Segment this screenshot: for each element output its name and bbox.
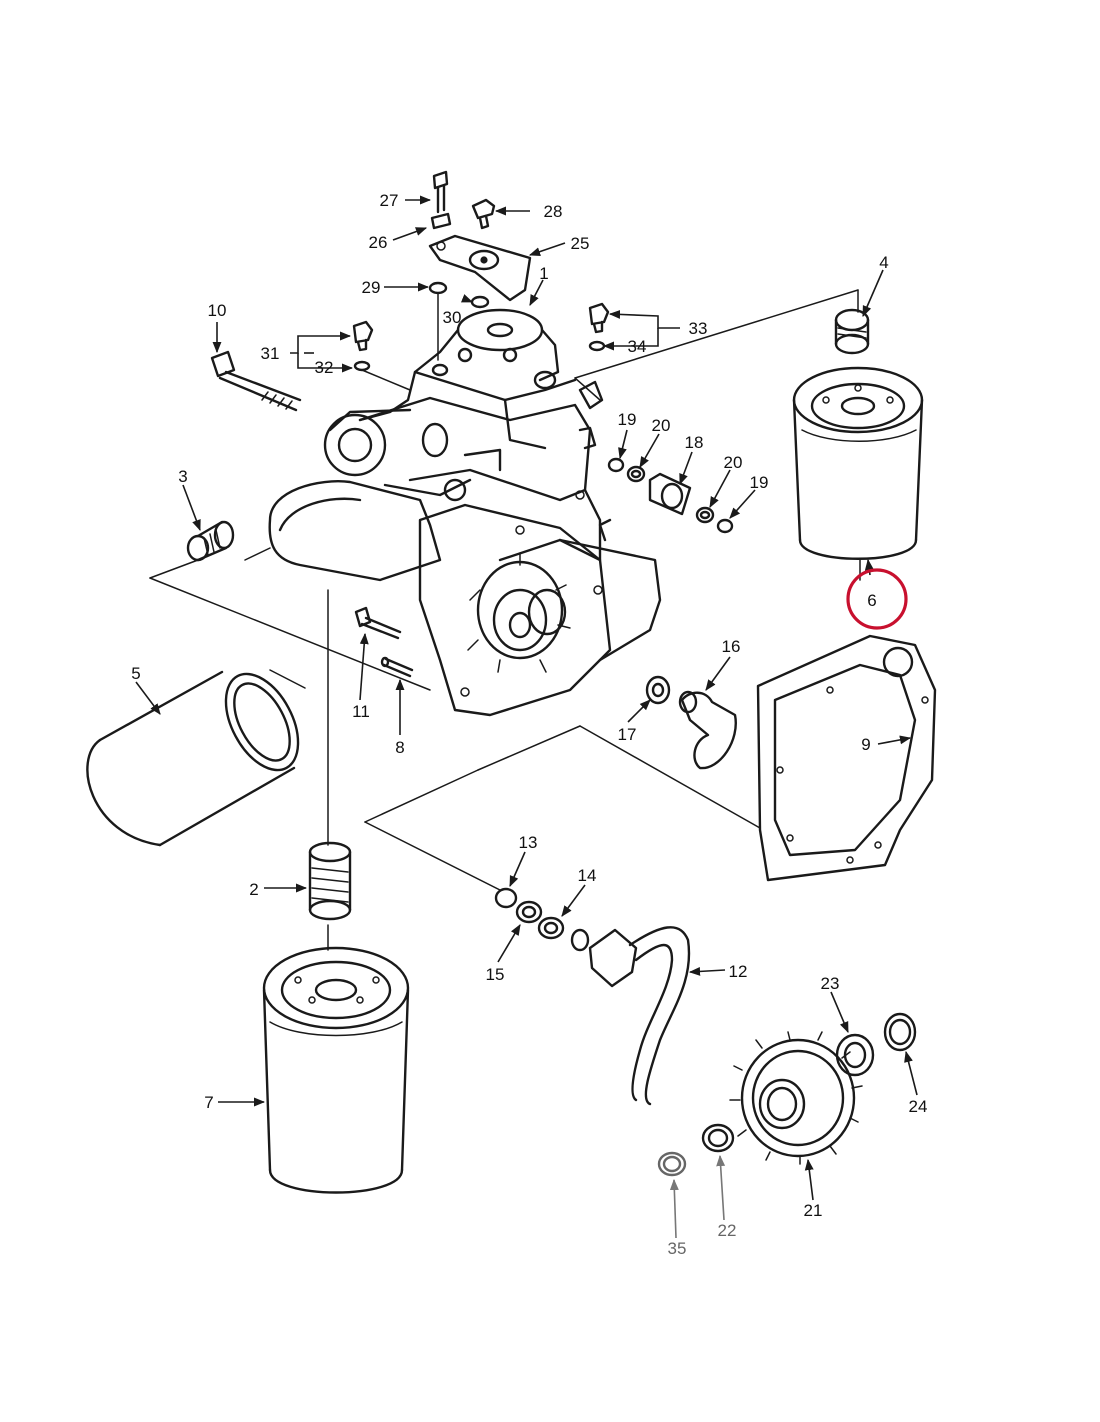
callout-5: 5 (131, 664, 140, 683)
sleeve-3 (186, 520, 235, 562)
callout-3: 3 (178, 467, 187, 486)
callout-23: 23 (821, 974, 840, 993)
callout-21: 21 (804, 1201, 823, 1220)
callout-24: 24 (909, 1097, 928, 1116)
callout-26: 26 (369, 233, 388, 252)
callout-7: 7 (204, 1093, 213, 1112)
callout-8: 8 (395, 738, 404, 757)
callout-34: 34 (628, 337, 647, 356)
callout-9: 9 (861, 735, 870, 754)
gear-21 (657, 1012, 917, 1177)
callout-17: 17 (618, 725, 637, 744)
top-hardware (428, 170, 532, 361)
callout-28: 28 (544, 202, 563, 221)
callout-14: 14 (578, 866, 597, 885)
callout-31: 31 (261, 344, 280, 363)
callout-27: 27 (380, 191, 399, 210)
callout-19-top: 19 (618, 410, 637, 429)
callout-25: 25 (571, 234, 590, 253)
callout-16: 16 (722, 637, 741, 656)
callout-12: 12 (729, 962, 748, 981)
callout-15: 15 (486, 965, 505, 984)
highlight-circle-6 (846, 568, 908, 630)
plugs-31-34 (352, 302, 610, 391)
filter-6 (792, 308, 924, 560)
callout-13: 13 (519, 833, 538, 852)
callout-1: 1 (539, 264, 548, 283)
gasket-9 (756, 634, 937, 882)
callout-29: 29 (362, 278, 381, 297)
leader-lines (135, 195, 918, 1239)
fittings-17-20 (607, 457, 737, 770)
callout-2: 2 (249, 880, 258, 899)
callout-35: 35 (668, 1239, 687, 1258)
callout-6: 6 (867, 591, 876, 610)
callout-22: 22 (718, 1221, 737, 1240)
callout-19-right: 19 (750, 473, 769, 492)
bolt-10 (210, 350, 302, 412)
pin-8-bolt-11 (354, 606, 414, 678)
callout-18: 18 (685, 433, 704, 452)
callout-4: 4 (879, 253, 888, 272)
callout-20-right: 20 (724, 453, 743, 472)
callout-10: 10 (208, 301, 227, 320)
filter-5 (86, 670, 300, 847)
pump-housing (268, 308, 662, 717)
callout-32: 32 (315, 358, 334, 377)
callout-33: 33 (689, 319, 708, 338)
filter-7 (262, 841, 410, 1194)
tube-12 (494, 887, 691, 1106)
callout-30: 30 (443, 308, 462, 327)
callout-labels: 1 2 3 4 5 6 7 8 9 10 11 12 13 14 15 16 1… (131, 191, 927, 1258)
callout-11: 11 (352, 702, 370, 721)
assembly-lines (149, 289, 861, 951)
callout-20-top: 20 (652, 416, 671, 435)
